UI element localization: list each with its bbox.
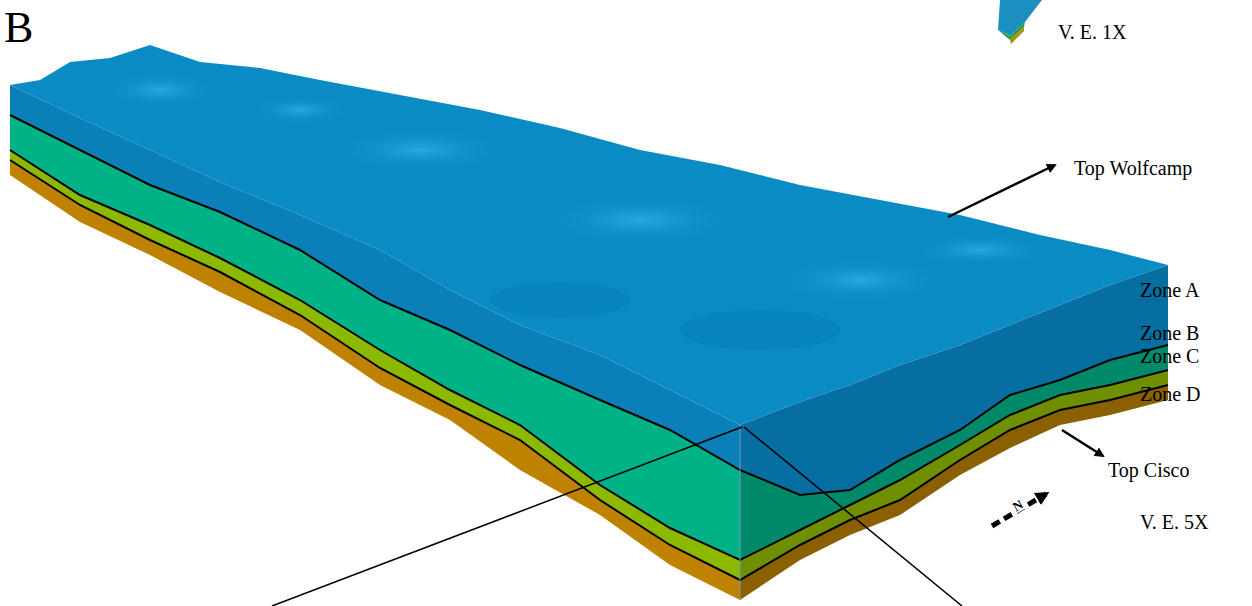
surface-label: Top Wolfcamp [1074, 158, 1192, 178]
north-letter: N [1010, 497, 1026, 514]
panel-letter: B [4, 6, 33, 50]
zone-label: Zone D [1140, 384, 1201, 404]
zone-label: Zone B [1140, 323, 1199, 343]
surface-label: Top Cisco [1108, 460, 1189, 480]
zone-label: Zone C [1140, 346, 1199, 366]
scale-note: V. E. 5X [1140, 512, 1209, 532]
scale-note: V. E. 1X [1058, 22, 1127, 42]
top-surface [10, 45, 1168, 425]
zone-label: Zone A [1140, 280, 1199, 300]
